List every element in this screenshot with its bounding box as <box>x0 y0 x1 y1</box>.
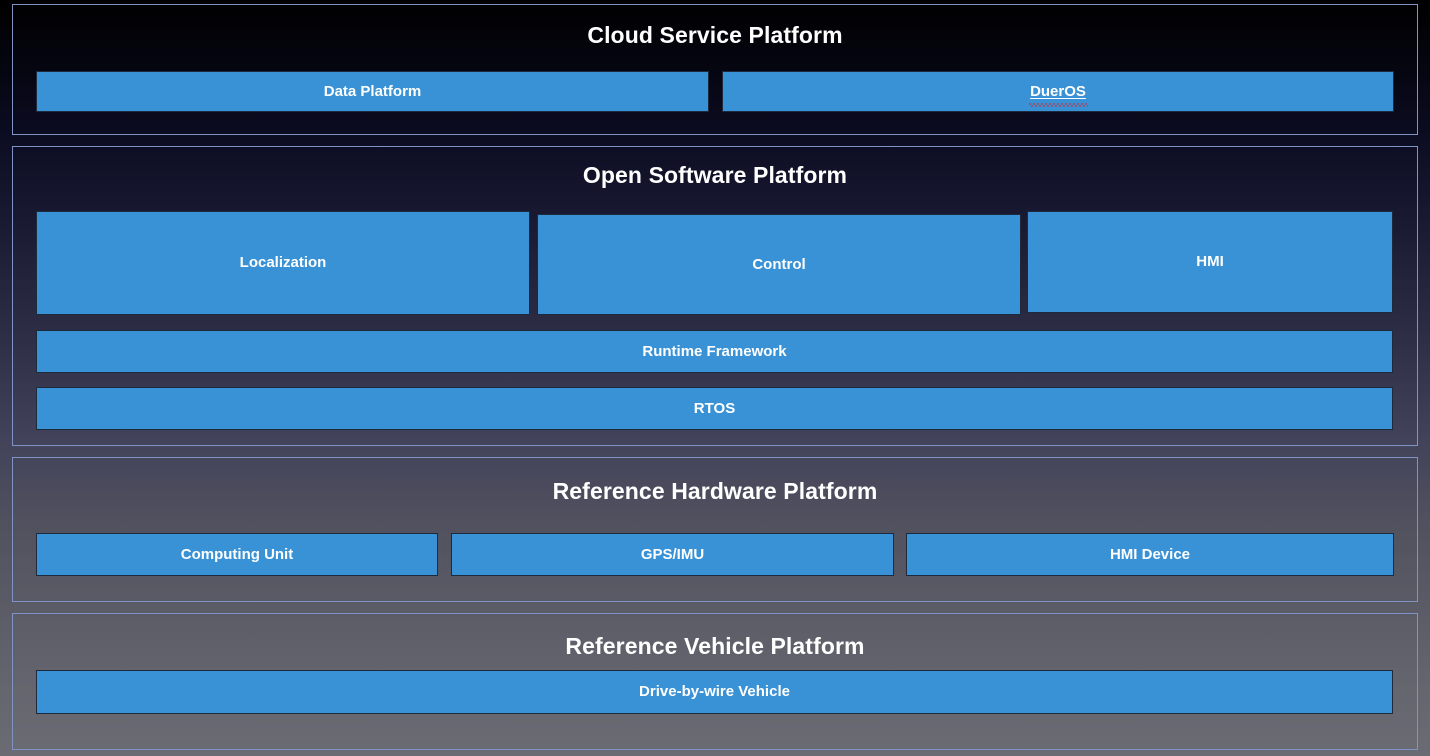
box-gap <box>709 71 722 112</box>
box-computing-unit[interactable]: Computing Unit <box>36 533 438 576</box>
box-gap <box>894 533 906 576</box>
box-label: Runtime Framework <box>642 342 787 360</box>
layer-title-open-software-platform: Open Software Platform <box>582 162 848 188</box>
box-label: Localization <box>239 254 327 271</box>
box-label: Computing Unit <box>180 545 294 563</box>
cloud-box-row: Data Platform DuerOS <box>36 71 1394 112</box>
layer-panel-cloud-service-platform: Cloud Service Platform Data Platform Due… <box>12 4 1418 135</box>
box-data-platform[interactable]: Data Platform <box>36 71 709 112</box>
box-rtos[interactable]: RTOS <box>36 387 1393 430</box>
box-hmi[interactable]: HMI <box>1027 211 1393 313</box>
layer-title-cloud-service-platform: Cloud Service Platform <box>587 22 843 48</box>
box-drive-by-wire-vehicle[interactable]: Drive-by-wire Vehicle <box>36 670 1393 714</box>
box-control[interactable]: Control <box>537 214 1021 315</box>
layer-panel-reference-vehicle-platform: Reference Vehicle Platform Drive-by-wire… <box>12 613 1418 750</box>
box-hmi-device[interactable]: HMI Device <box>906 533 1394 576</box>
box-label: HMI Device <box>1109 545 1191 563</box>
box-label: HMI <box>1196 253 1224 270</box>
box-gap <box>438 533 451 576</box>
box-dueros[interactable]: DuerOS <box>722 71 1394 112</box>
box-label: Data Platform <box>323 82 422 100</box>
box-localization[interactable]: Localization <box>36 211 530 315</box>
box-label: GPS/IMU <box>640 545 705 563</box>
box-label: RTOS <box>693 399 736 417</box>
layer-title-reference-vehicle-platform: Reference Vehicle Platform <box>565 633 865 659</box>
box-runtime-framework[interactable]: Runtime Framework <box>36 330 1393 373</box>
layer-panel-open-software-platform: Open Software Platform Localization Cont… <box>12 146 1418 446</box>
layer-panel-reference-hardware-platform: Reference Hardware Platform Computing Un… <box>12 457 1418 602</box>
hardware-box-row: Computing Unit GPS/IMU HMI Device <box>36 533 1394 576</box>
box-gps-imu[interactable]: GPS/IMU <box>451 533 894 576</box>
layer-title-reference-hardware-platform: Reference Hardware Platform <box>552 478 878 504</box>
box-label: Control <box>752 255 806 273</box>
box-label: Drive-by-wire Vehicle <box>639 683 790 700</box>
box-label: DuerOS <box>1029 82 1088 107</box>
